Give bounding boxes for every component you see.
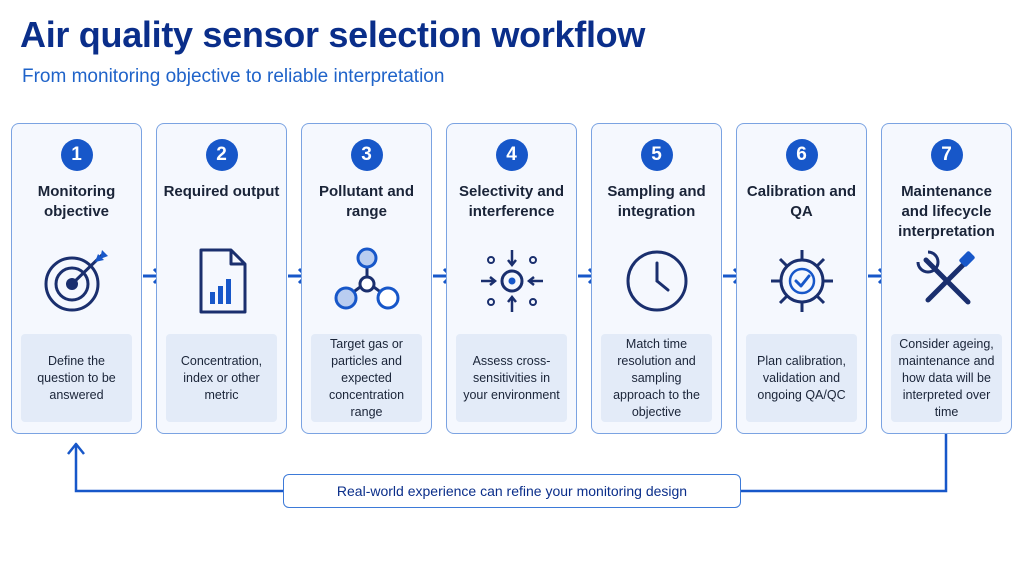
step-description: Concentration, index or other metric [180,353,263,402]
target-icon [44,250,108,312]
step-description-box: Plan calibration, validation and ongoing… [746,334,857,422]
step-description: Assess cross-sensitivities in your envir… [463,353,560,402]
step-card-4: 4 Selectivity and interference Assess cr… [446,123,577,434]
gear-check-icon [770,250,833,312]
step-card-7: 7 Maintenance and lifecycle interpretati… [881,123,1012,434]
molecule-icon [334,247,399,310]
interference-icon [480,250,543,312]
step-number-badge: 4 [495,139,528,171]
step-card-5: 5 Sampling and integration Match time re… [591,123,722,434]
step-description-box: Consider ageing, maintenance and how dat… [891,334,1002,422]
step-description-box: Concentration, index or other metric [166,334,277,422]
step-card-2: 2 Required output Concentration, index o… [156,123,287,434]
step-description-box: Target gas or particles and expected con… [311,334,422,422]
step-number-badge: 1 [60,139,93,171]
step-title: Pollutant and range [319,183,414,220]
step-card-3: 3 Pollutant and range Target gas or part… [301,123,432,434]
page-title: Air quality sensor selection workflow [20,14,646,55]
step-description: Consider ageing, maintenance and how dat… [898,336,995,419]
step-description: Target gas or particles and expected con… [328,336,405,419]
step-number-badge: 7 [930,139,963,171]
step-description: Plan calibration, validation and ongoing… [757,353,846,402]
feedback-label: Real-world experience can refine your mo… [283,474,741,508]
step-card-6: 6 Calibration and QA Plan calibration, v… [736,123,867,434]
page-subtitle: From monitoring objective to reliable in… [22,66,445,87]
step-title: Required output [163,183,280,200]
step-description-box: Define the question to be answered [21,334,132,422]
step-number-badge: 5 [640,139,673,171]
clock-icon [626,250,687,312]
step-number-badge: 2 [205,139,238,171]
step-card-1: 1 Monitoring objective Define the questi… [11,123,142,434]
step-description: Match time resolution and sampling appro… [613,336,700,419]
step-number-badge: 6 [785,139,818,171]
step-title: Selectivity and interference [458,183,565,220]
step-title: Maintenance and lifecycle interpretation [898,183,995,240]
step-description-box: Assess cross-sensitivities in your envir… [456,334,567,422]
step-title: Monitoring objective [37,183,116,220]
step-title: Sampling and integration [607,183,706,220]
step-title: Calibration and QA [746,183,857,220]
step-number-badge: 3 [350,139,383,171]
tools-icon [916,250,975,305]
step-description: Define the question to be answered [37,353,116,402]
step-description-box: Match time resolution and sampling appro… [601,334,712,422]
document-chart-icon [199,248,246,314]
